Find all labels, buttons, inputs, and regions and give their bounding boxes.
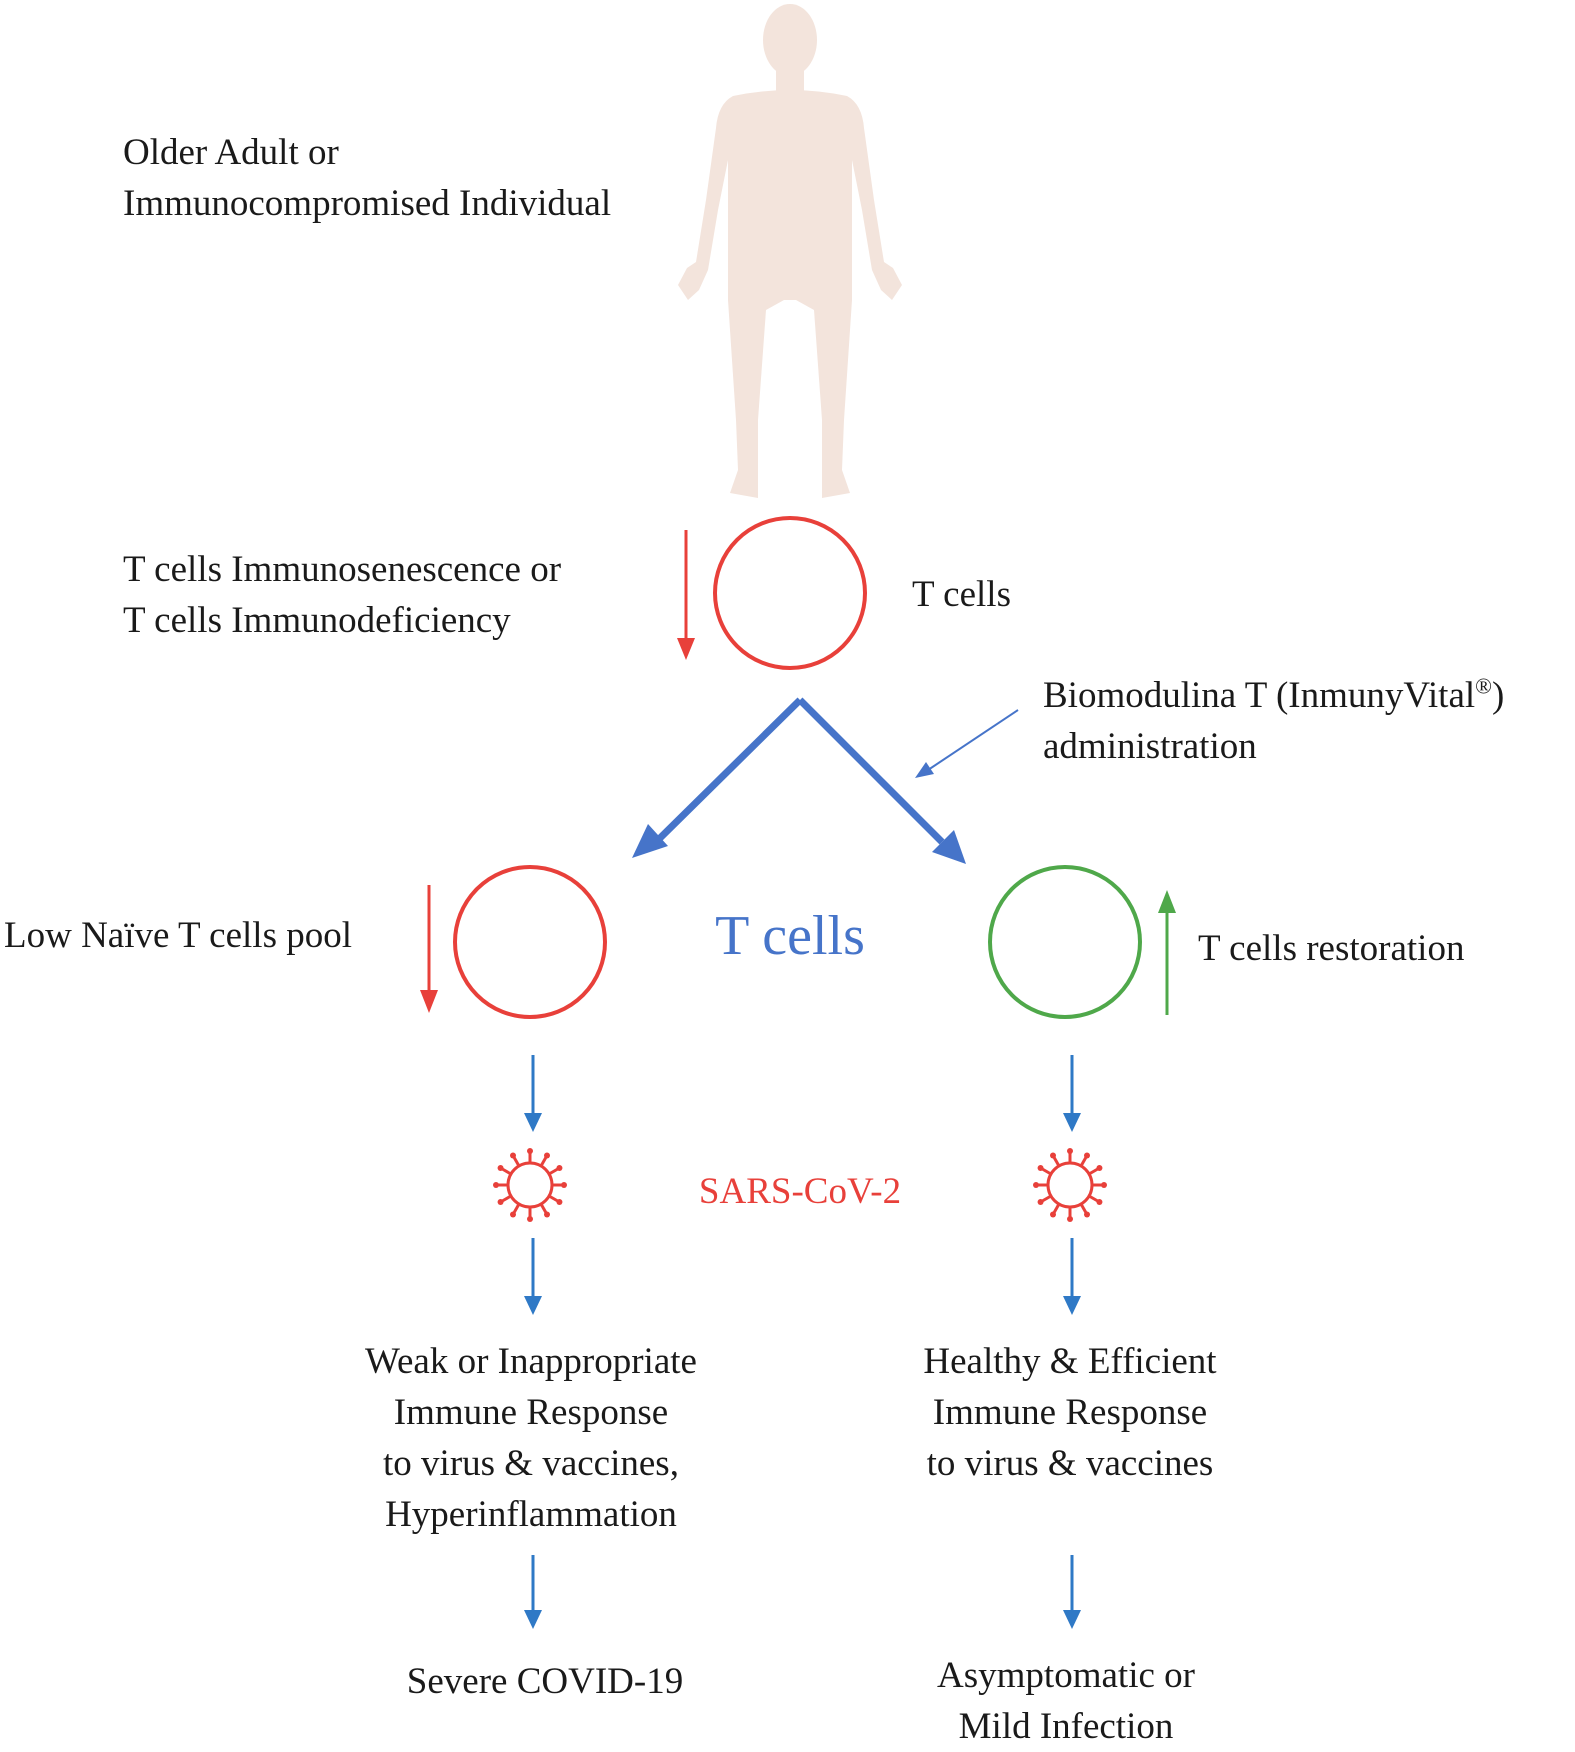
condition-line-2: T cells Immunodeficiency [123, 600, 511, 641]
treatment-pointer-arrow [915, 709, 1019, 778]
t-cell-condition-label: T cells Immunosenescence or T cells Immu… [123, 544, 561, 646]
virus-icon [1033, 1148, 1107, 1222]
treatment-line-2: administration [1043, 726, 1257, 767]
subject-label: Older Adult or Immunocompromised Individ… [123, 127, 611, 229]
left-response-line-2: Immune Response [393, 1392, 669, 1433]
virus-label: SARS-CoV-2 [698, 1171, 902, 1212]
top-t-cells-label: T cells [912, 574, 1011, 615]
left-response-text: Weak or Inappropriate Immune Response to… [365, 1336, 697, 1540]
right-outcome-line-2: Mild Infection [958, 1706, 1174, 1747]
treatment-drug: Biomodulina T (InmunyVital [1043, 675, 1476, 716]
virus-icon [493, 1148, 567, 1222]
center-t-cells-label: T cells [715, 905, 865, 967]
flow-arrows [524, 1055, 1081, 1629]
increase-arrow-right [1158, 890, 1176, 1015]
branch-arrows [632, 697, 966, 864]
decrease-arrow-top [677, 530, 695, 660]
right-response-line-1: Healthy & Efficient [923, 1341, 1217, 1382]
restored-t-cell-circle [988, 865, 1142, 1019]
left-response-line-4: Hyperinflammation [385, 1494, 677, 1535]
subject-line-1: Older Adult or [123, 132, 339, 173]
condition-line-1: T cells Immunosenescence or [123, 549, 562, 590]
low-naive-label: Low Naïve T cells pool [4, 915, 353, 956]
right-response-line-3: to virus & vaccines [926, 1443, 1214, 1484]
decrease-arrow-left [420, 885, 438, 1013]
right-outcome-text: Asymptomatic or Mild Infection [937, 1650, 1195, 1752]
treatment-close: ) [1492, 675, 1505, 716]
left-outcome-text: Severe COVID-19 [406, 1661, 684, 1702]
left-response-line-1: Weak or Inappropriate [365, 1341, 697, 1382]
top-t-cell-circle [713, 516, 867, 670]
restoration-label: T cells restoration [1198, 928, 1465, 969]
subject-line-2: Immunocompromised Individual [123, 183, 612, 224]
human-body-icon [678, 4, 902, 498]
treatment-line-1: Biomodulina T (InmunyVital®) [1043, 670, 1504, 721]
low-naive-t-cell-circle [453, 865, 607, 1019]
treatment-label: Biomodulina T (InmunyVital®) administrat… [1043, 670, 1504, 772]
left-response-line-3: to virus & vaccines, [383, 1443, 679, 1484]
registered-mark: ® [1475, 673, 1493, 699]
right-outcome-line-1: Asymptomatic or [937, 1655, 1195, 1696]
right-response-text: Healthy & Efficient Immune Response to v… [923, 1336, 1216, 1489]
right-response-line-2: Immune Response [932, 1392, 1208, 1433]
